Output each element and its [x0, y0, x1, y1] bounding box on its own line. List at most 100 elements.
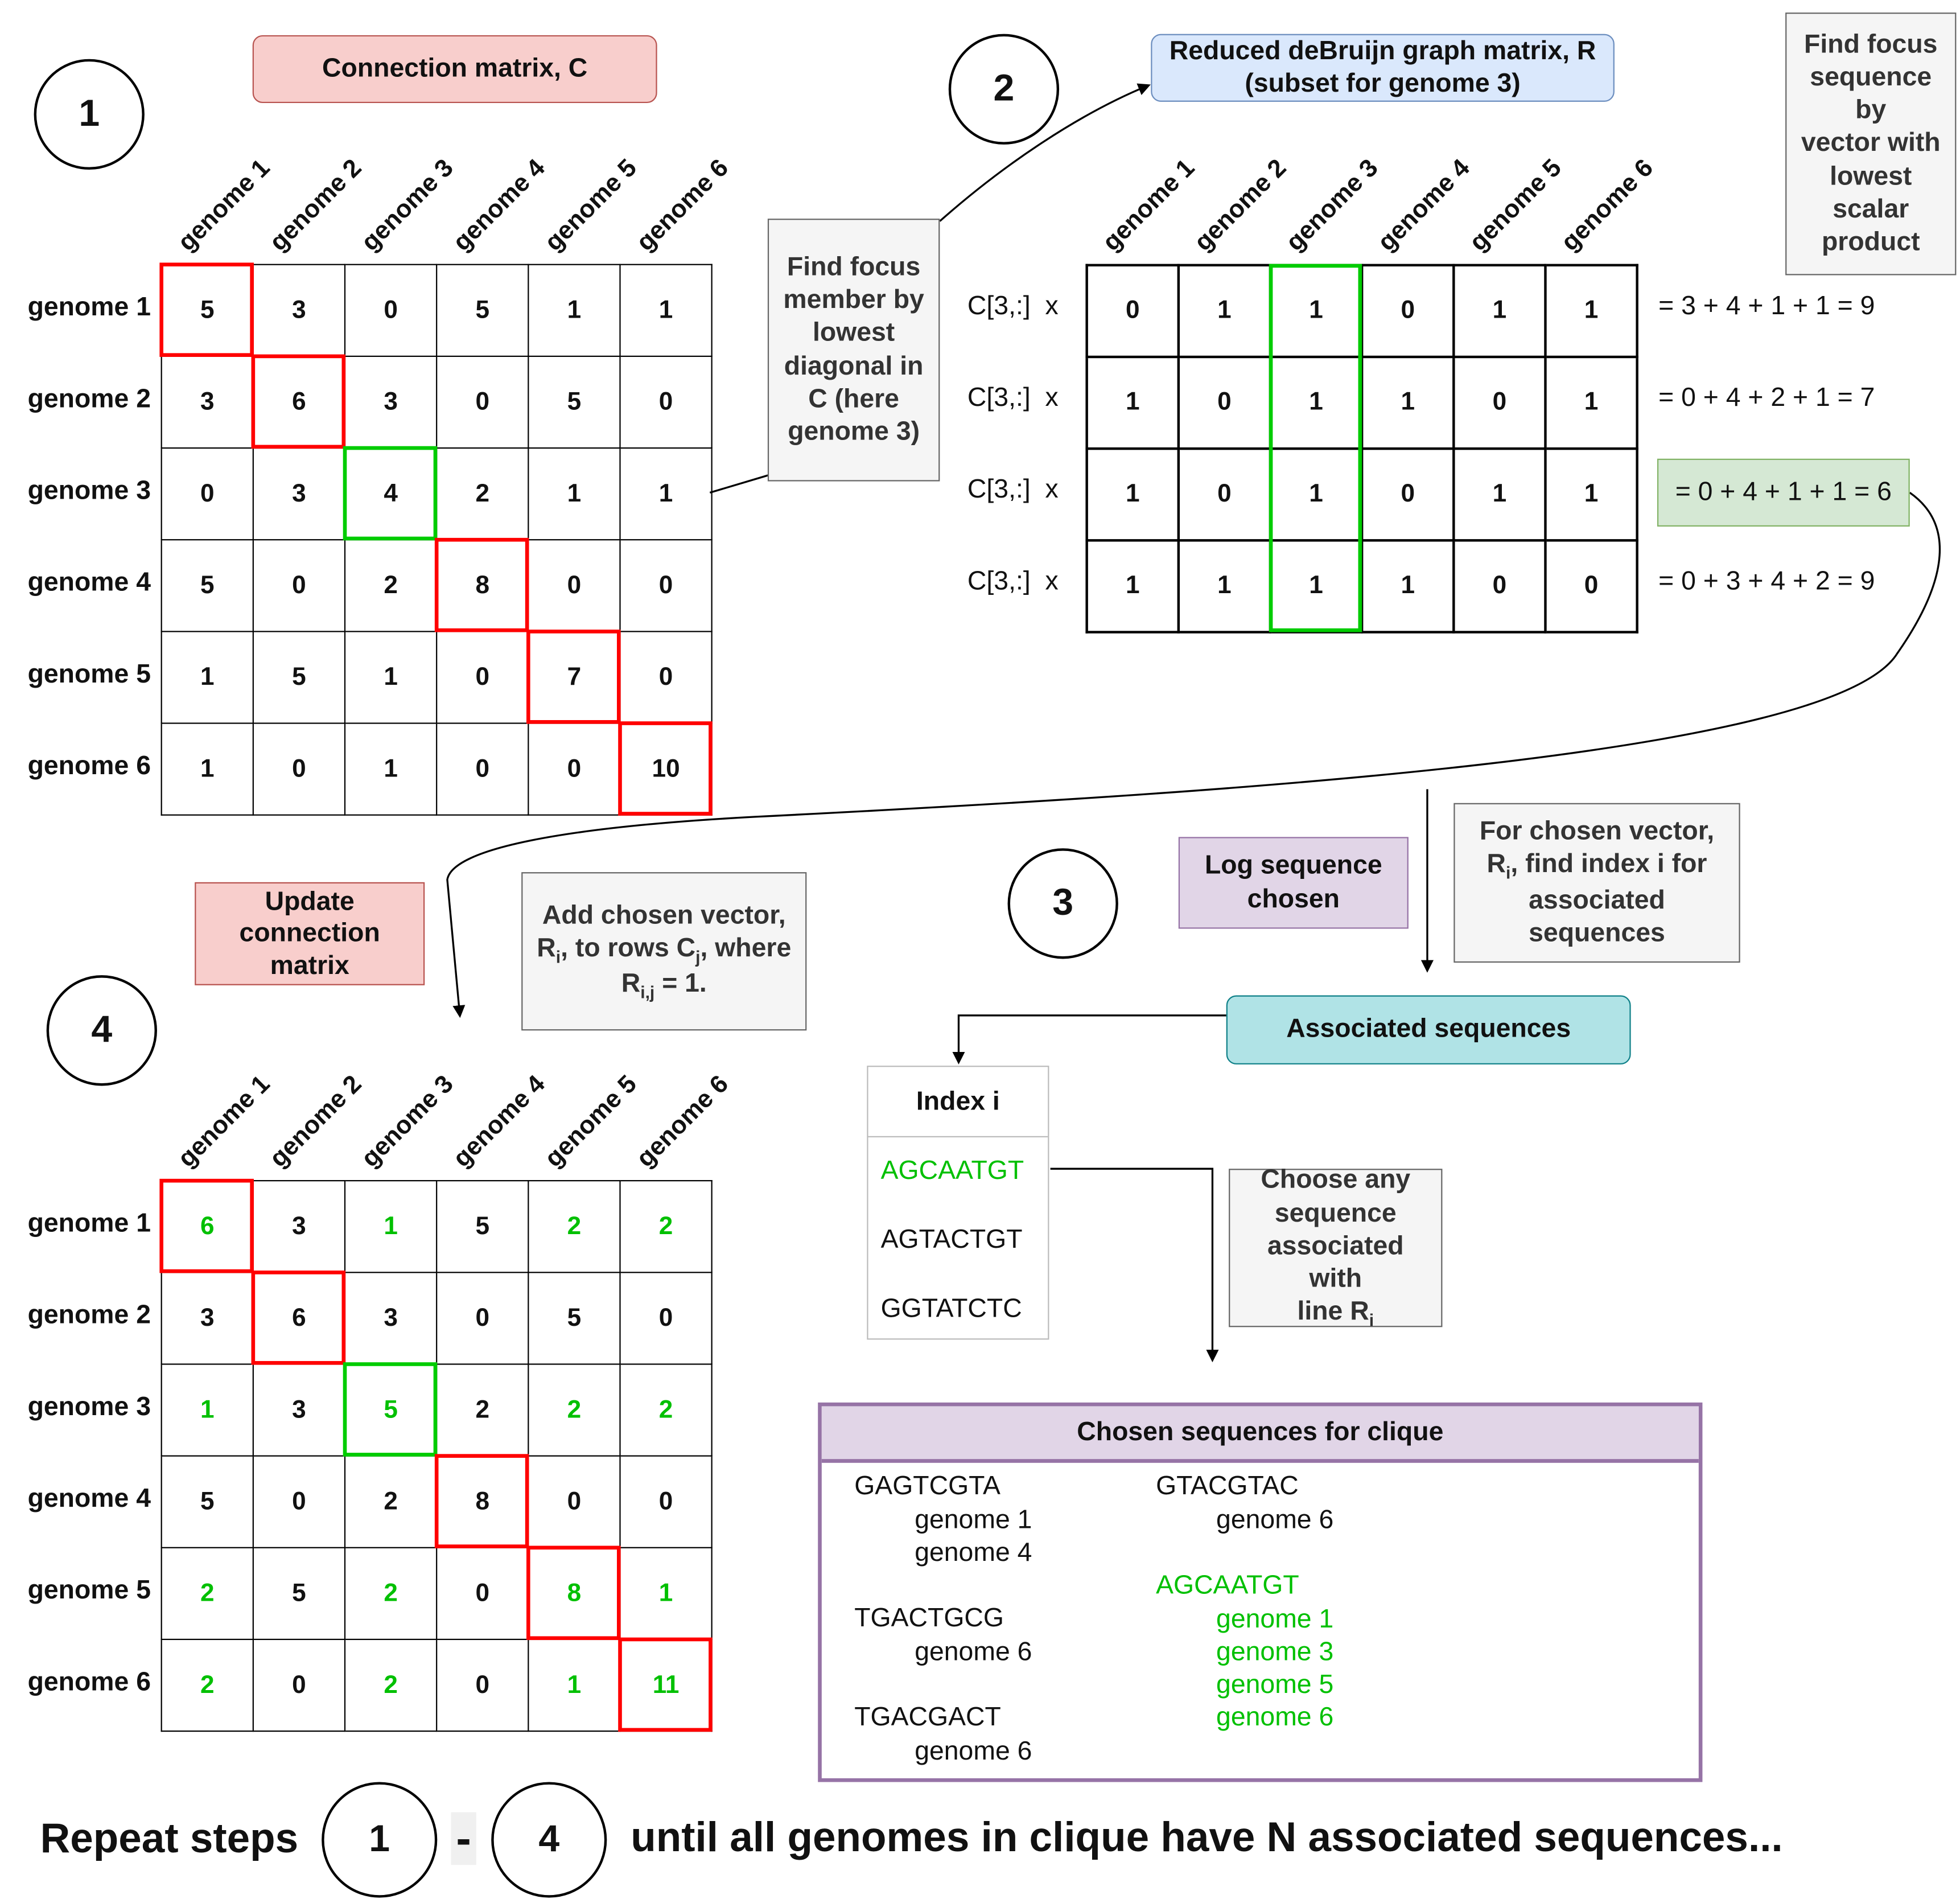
matrix-cell: 3	[344, 355, 438, 449]
note-line: Add chosen vector,	[542, 901, 786, 930]
matrix-cell: 0	[252, 722, 346, 816]
matrix-cell: 0	[528, 1455, 621, 1548]
index-table-header: Index i	[868, 1067, 1048, 1137]
matrix-cell: 0	[619, 1272, 713, 1365]
index-item: AGCAATGT	[880, 1156, 1024, 1185]
note-line: Ri, to rows Cj, where	[537, 932, 791, 968]
associated-sequences-label: Associated sequences	[1226, 995, 1631, 1064]
matrix-cell: 1	[1269, 539, 1364, 634]
matrix-cell: 0	[436, 1547, 529, 1641]
matrix-cell: 0	[436, 722, 529, 816]
matrix-cell: 0	[619, 1455, 713, 1548]
matrix-cell: 5	[528, 355, 621, 449]
note-subscript: j	[695, 947, 701, 967]
note-line: Choose any	[1261, 1165, 1411, 1195]
matrix-cell: 1	[1177, 264, 1272, 359]
row-prefix: C[3,:] x	[967, 475, 1059, 504]
scalar-product: = 0 + 3 + 4 + 2 = 9	[1658, 566, 1875, 596]
matrix-cell: 1	[528, 447, 621, 541]
row-label: genome 2	[27, 1300, 151, 1330]
matrix-cell: 0	[1085, 264, 1180, 359]
matrix-cell: 0	[436, 1272, 529, 1365]
matrix-cell: 3	[160, 355, 254, 449]
matrix-cell: 0	[252, 1455, 346, 1548]
matrix-cell: 0	[1452, 355, 1547, 450]
matrix-cell: 0	[1544, 539, 1638, 634]
note-line: associated	[1529, 885, 1665, 915]
label-line: Log sequence	[1204, 851, 1382, 880]
matrix-cell: 0	[436, 355, 529, 449]
matrix-cell: 0	[160, 447, 254, 541]
matrix-cell: 1	[619, 1547, 713, 1641]
index-item: GGTATCTC	[880, 1294, 1022, 1323]
debruijn-title-line2: (subset for genome 3)	[1245, 69, 1521, 98]
clique-genome: genome 6	[1216, 1505, 1334, 1535]
clique-sequence: GAGTCGTA	[854, 1471, 1000, 1501]
clique-box: Chosen sequences for clique GAGTCGTA geno…	[818, 1402, 1703, 1782]
matrix-cell: 2	[344, 1455, 438, 1548]
note-line: member by	[783, 285, 924, 314]
note-subscript: i	[555, 947, 561, 967]
note-fragment: R	[621, 969, 641, 998]
clique-genome: genome 1	[915, 1505, 1032, 1535]
clique-genome: genome 4	[915, 1538, 1032, 1568]
note-line: lowest	[1830, 161, 1912, 191]
row-prefix: C[3,:] x	[967, 566, 1059, 596]
matrix-cell: 0	[619, 539, 713, 632]
matrix-cell: 1	[1085, 355, 1180, 450]
note-subscript: i,j	[640, 983, 655, 1002]
matrix-cell: 1	[344, 722, 438, 816]
matrix-cell: 1	[1085, 539, 1180, 634]
connection-matrix-title: Connection matrix, C	[252, 35, 657, 104]
row-prefix: C[3,:] x	[967, 383, 1059, 413]
matrix-cell: 2	[344, 1547, 438, 1641]
matrix-cell: 1	[1544, 447, 1638, 542]
note-line: scalar	[1833, 194, 1909, 224]
note-fragment: line R	[1297, 1297, 1369, 1326]
note-line: genome 3)	[788, 417, 920, 446]
clique-genome: genome 5	[1216, 1670, 1334, 1699]
clique-header: Chosen sequences for clique	[821, 1406, 1699, 1463]
clique-sequence: TGACGACT	[854, 1703, 1001, 1732]
matrix-cell: 8	[528, 1547, 621, 1641]
note-line: sequence	[1274, 1198, 1397, 1228]
scalar-product: = 0 + 4 + 2 + 1 = 7	[1658, 383, 1875, 413]
matrix-cell: 5	[160, 264, 254, 357]
matrix-cell: 8	[436, 1455, 529, 1548]
row-label: genome 6	[27, 1667, 151, 1697]
matrix-cell: 1	[1360, 539, 1455, 634]
note-fragment: , find index i for	[1510, 849, 1707, 879]
footer-suffix: until all genomes in clique have N assoc…	[631, 1813, 1783, 1860]
row-label: genome 5	[27, 1576, 151, 1605]
clique-genome: genome 1	[1216, 1605, 1334, 1634]
note-line: sequences	[1529, 918, 1665, 948]
note-line: C (here	[808, 384, 899, 413]
clique-genome: genome 6	[1216, 1703, 1334, 1732]
matrix-cell: 1	[160, 631, 254, 724]
matrix-cell: 1	[1452, 264, 1547, 359]
matrix-cell: 1	[160, 722, 254, 816]
row-label: genome 6	[27, 751, 151, 780]
matrix-cell: 1	[1452, 447, 1547, 542]
row-label: genome 4	[27, 568, 151, 597]
matrix-cell: 5	[252, 1547, 346, 1641]
row-label: genome 3	[27, 476, 151, 505]
matrix-cell: 3	[252, 447, 346, 541]
note-fragment: R	[537, 934, 556, 963]
clique-genome: genome 6	[915, 1637, 1032, 1667]
matrix-cell: 0	[1177, 355, 1272, 450]
matrix-cell: 3	[344, 1272, 438, 1365]
index-table: Index i AGCAATGT AGTACTGT GGTATCTC	[867, 1066, 1049, 1340]
